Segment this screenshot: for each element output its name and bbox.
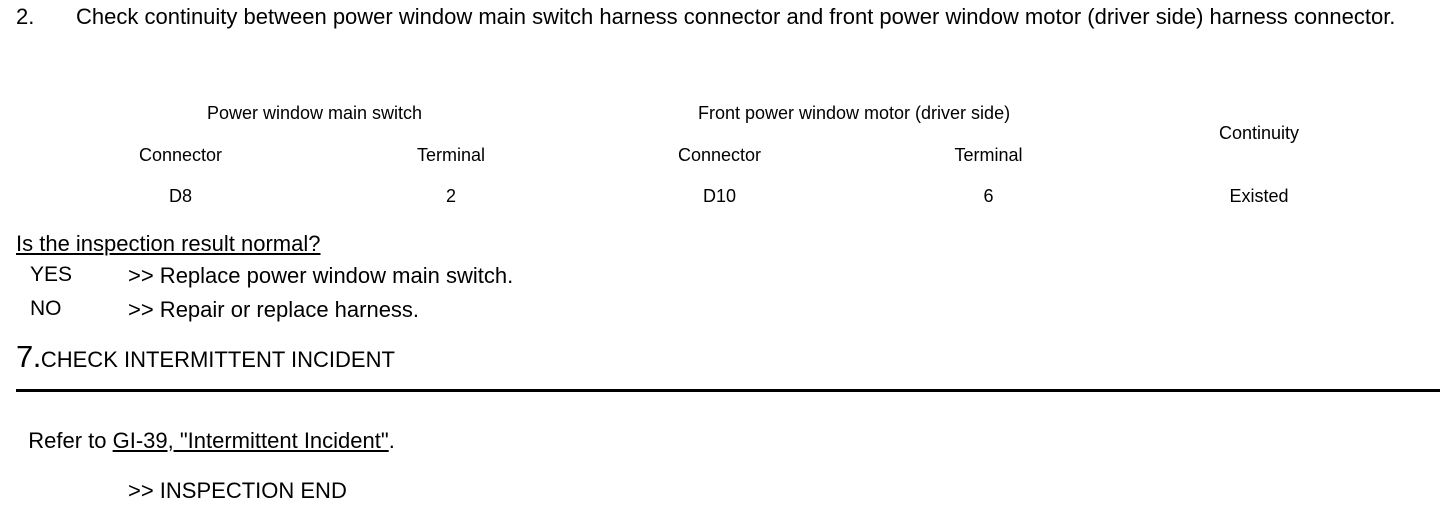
table-row: D8 2 D10 6 Existed (44, 175, 1395, 218)
group-header-power-window-main-switch: Power window main switch (206, 103, 423, 123)
answer-yes-value: >> Replace power window main switch. (128, 263, 514, 288)
sub-header-connector-2: Connector (677, 145, 762, 165)
sub-header-terminal-1: Terminal (416, 145, 486, 165)
inspection-question: Is the inspection result normal? (16, 231, 321, 256)
section-heading: 7. CHECK INTERMITTENT INCIDENT (16, 340, 395, 377)
refer-suffix: . (388, 428, 395, 453)
answer-yes: YES >> Replace power window main switch. (0, 263, 1456, 297)
step-instruction: 2. Check continuity between power window… (16, 2, 1446, 32)
answer-no-key: NO (30, 297, 62, 320)
refer-prefix: Refer to (28, 428, 113, 453)
sub-header-connector-1: Connector (138, 145, 223, 165)
step-text: Check continuity between power window ma… (76, 4, 1396, 29)
group-header-front-power-window-motor: Front power window motor (driver side) (697, 103, 1011, 123)
inspection-end-label: >> INSPECTION END (128, 478, 347, 503)
refer-line: Refer to GI-39, "Intermittent Incident". (16, 396, 395, 456)
cell-terminal-2: 6 (983, 186, 994, 206)
answer-no-value: >> Repair or replace harness. (128, 297, 420, 322)
cell-continuity: Existed (1229, 186, 1289, 206)
sub-header-terminal-2: Terminal (954, 145, 1023, 165)
section-title: CHECK INTERMITTENT INCIDENT (40, 347, 395, 372)
table-row-group-headers: Power window main switch Front power win… (44, 91, 1395, 143)
step-number: 2. (16, 4, 35, 29)
cell-connector-2: D10 (703, 186, 737, 206)
group-header-continuity: Continuity (1219, 122, 1300, 143)
refer-link[interactable]: GI-39, "Intermittent Incident" (112, 428, 389, 453)
section-number: 7. (16, 339, 41, 374)
table-row-sub-headers: Connector Terminal Connector Terminal (44, 136, 1395, 175)
cell-connector-1: D8 (168, 186, 192, 206)
continuity-table: Power window main switch Front power win… (44, 91, 1395, 218)
cell-terminal-1: 2 (446, 186, 457, 206)
answer-yes-key: YES (30, 263, 73, 286)
section-divider (16, 389, 1440, 392)
answer-no: NO >> Repair or replace harness. (0, 297, 1456, 331)
